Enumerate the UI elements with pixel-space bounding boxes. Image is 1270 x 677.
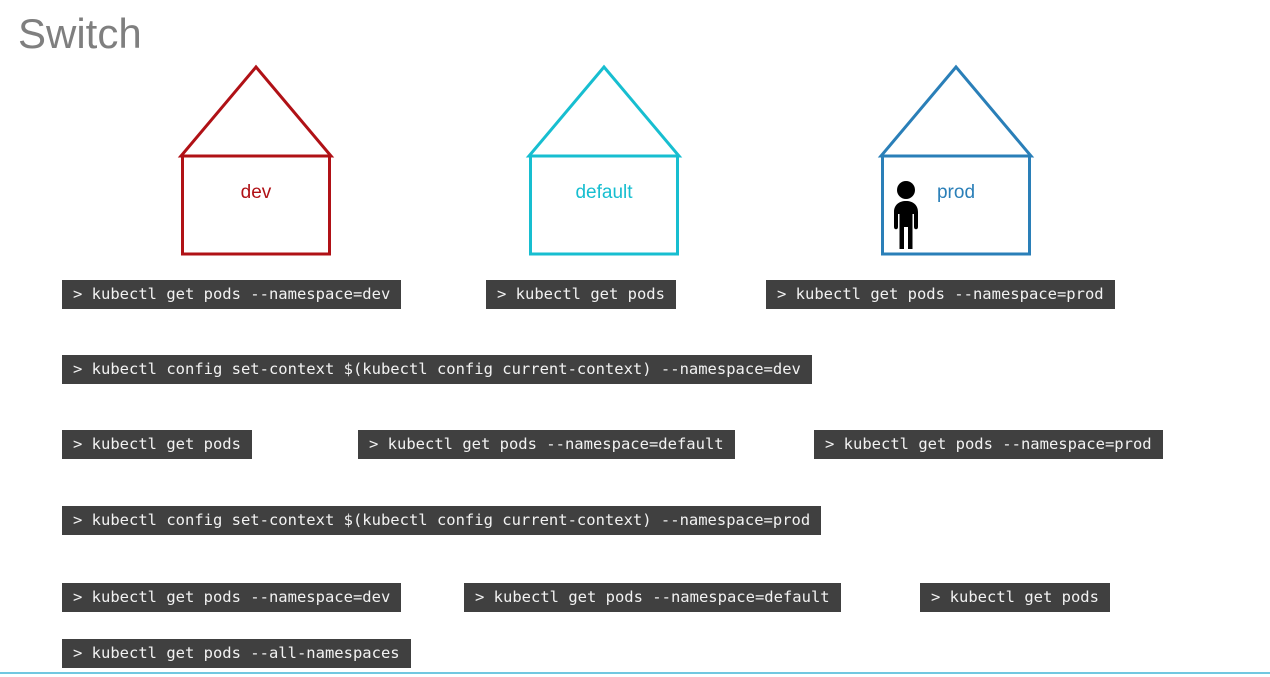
command-box[interactable]: > kubectl get pods --namespace=prod <box>766 280 1115 309</box>
house-dev-shape <box>177 64 335 256</box>
house-default: default <box>525 62 683 257</box>
command-box[interactable]: > kubectl get pods --namespace=prod <box>814 430 1163 459</box>
house-dev: dev <box>177 62 335 257</box>
command-box[interactable]: > kubectl get pods --namespace=dev <box>62 583 402 612</box>
house-dev-label: dev <box>240 182 272 203</box>
person-icon <box>890 180 922 252</box>
page-title: Switch <box>18 10 142 57</box>
house-default-shape <box>525 64 683 256</box>
house-prod-label: prod <box>936 182 976 203</box>
command-box[interactable]: > kubectl get pods --namespace=default <box>358 430 735 459</box>
command-box[interactable]: > kubectl get pods <box>62 430 252 459</box>
command-box[interactable]: > kubectl config set-context $(kubectl c… <box>62 355 812 384</box>
command-box[interactable]: > kubectl get pods <box>486 280 676 309</box>
bottom-accent-rule <box>0 672 1270 674</box>
command-box[interactable]: > kubectl get pods --all-namespaces <box>62 639 411 668</box>
house-default-label: default <box>575 182 633 203</box>
house-prod: prod <box>877 62 1035 257</box>
command-box[interactable]: > kubectl get pods <box>920 583 1110 612</box>
command-box[interactable]: > kubectl config set-context $(kubectl c… <box>62 506 822 535</box>
command-box[interactable]: > kubectl get pods --namespace=dev <box>62 280 402 309</box>
command-box[interactable]: > kubectl get pods --namespace=default <box>464 583 841 612</box>
house-prod-shape <box>877 64 1035 256</box>
